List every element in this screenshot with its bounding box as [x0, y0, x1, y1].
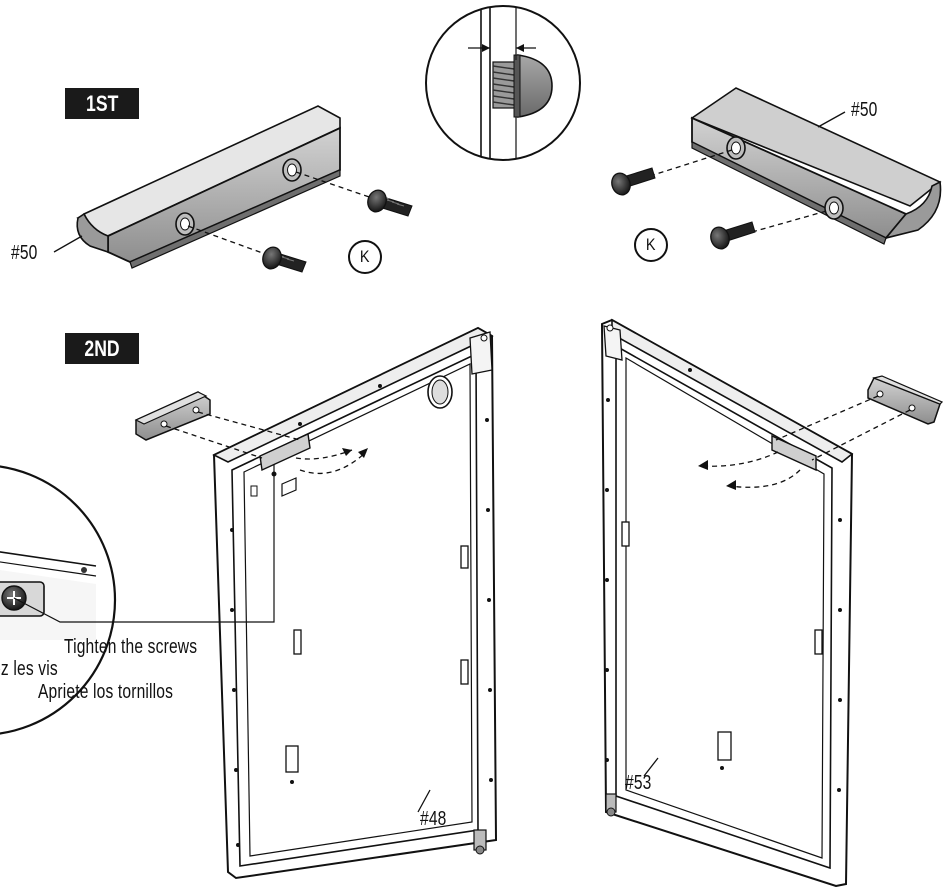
instruction-french: Serrez les vis [0, 658, 58, 680]
panel-53 [600, 318, 854, 887]
bracket-50-installing-left [134, 391, 211, 441]
bracket-50-right [690, 87, 942, 245]
screw-icon [262, 246, 307, 273]
detail-circle-tighten [0, 464, 275, 735]
screw-icon [367, 189, 413, 217]
part-label-panel-53: #53 [625, 772, 652, 794]
step-2-label: 2ND [84, 336, 120, 361]
screw-icon [611, 167, 656, 196]
hardware-k-badge-left: K [348, 240, 382, 274]
leader-line [817, 111, 846, 128]
instruction-english: Tighten the screws [64, 636, 198, 658]
leader-line [53, 235, 83, 253]
instruction-spanish: Apriete los tornillos [38, 681, 174, 703]
step-1-badge: 1ST [65, 88, 139, 119]
bracket-50-left [76, 105, 341, 269]
part-label-bracket-right: #50 [851, 99, 878, 121]
panel-48 [212, 326, 498, 880]
part-label-bracket-left: #50 [11, 242, 38, 264]
part-label-panel-48: #48 [420, 808, 447, 830]
detail-circle-screw-gap [425, 5, 581, 161]
step-2-badge: 2ND [65, 333, 139, 364]
step-1-label: 1ST [85, 91, 119, 116]
bracket-50-installing-right [867, 375, 943, 425]
hardware-k-badge-right: K [634, 228, 668, 262]
screw-icon [710, 221, 756, 250]
